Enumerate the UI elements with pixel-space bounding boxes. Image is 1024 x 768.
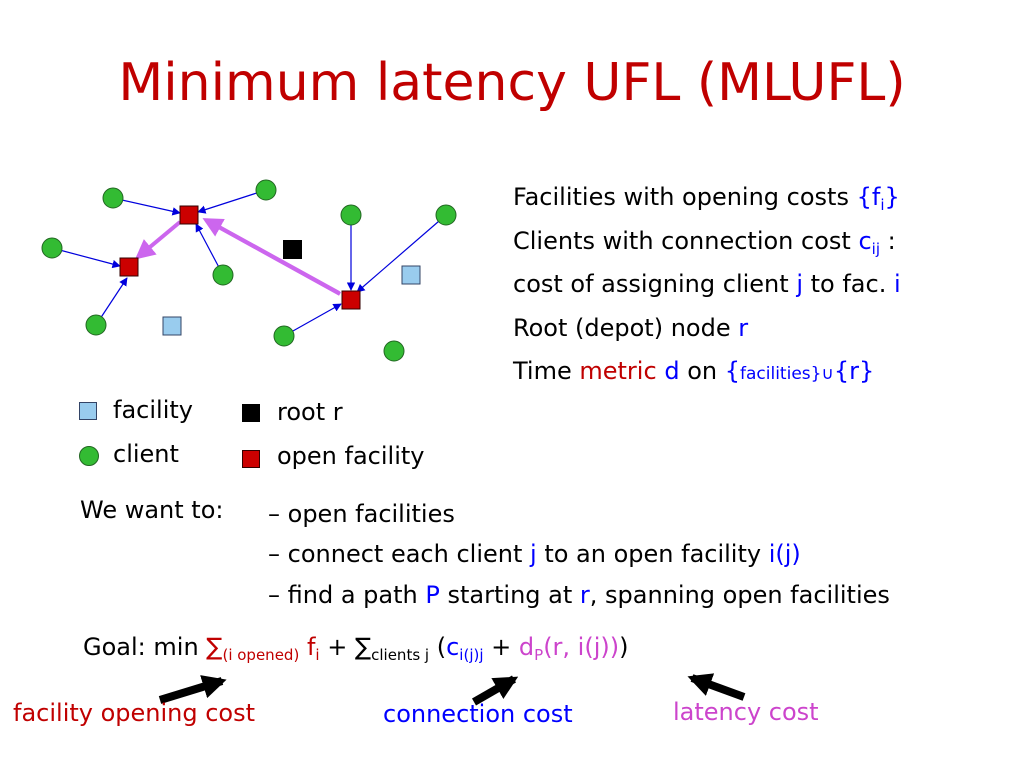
path-segment	[209, 220, 340, 295]
want-item-3: – find a path P starting at r, spanning …	[268, 581, 890, 609]
edge	[283, 303, 342, 337]
open-facility-node	[341, 290, 361, 310]
legend-facility-swatch	[79, 402, 97, 420]
goal-formula: Goal: min ∑(i opened) fi + ∑clients j (c…	[83, 633, 629, 664]
legend-root-swatch	[242, 404, 260, 422]
desc-line-root: Root (depot) node r	[513, 314, 749, 342]
facilities	[119, 205, 421, 336]
edge	[112, 197, 181, 216]
desc-line-assign: cost of assigning client j to fac. i	[513, 270, 901, 298]
client-node	[85, 314, 107, 336]
desc-line-clients: Clients with connection cost cij :	[513, 227, 896, 258]
annotation-arrows	[158, 673, 746, 706]
connection-edges	[51, 189, 447, 337]
annotation-connection-cost: connection cost	[383, 700, 573, 728]
client-node	[212, 264, 234, 286]
want-item-1: – open facilities	[268, 500, 455, 528]
edge	[356, 214, 447, 293]
clients	[41, 179, 457, 362]
open-facility-node	[119, 257, 139, 277]
edge	[197, 189, 267, 214]
legend-open-facility-swatch	[242, 450, 260, 468]
edge	[51, 247, 121, 269]
desc-line-metric: Time metric d on {facilities}∪{r}	[513, 357, 875, 385]
legend-open-facility-label: open facility	[277, 442, 425, 470]
latency-path	[134, 218, 341, 296]
path-segment	[134, 220, 182, 260]
want-label: We want to:	[80, 496, 224, 524]
annotation-latency-cost: latency cost	[673, 698, 819, 726]
slide-title: Minimum latency UFL (MLUFL)	[118, 53, 906, 113]
root-node	[283, 240, 302, 259]
client-node	[41, 237, 63, 259]
client-node	[255, 179, 277, 201]
legend-root-label: root r	[277, 398, 343, 426]
annotation-facility-cost: facility opening cost	[13, 699, 256, 727]
connection-cost-arrow	[472, 675, 519, 706]
legend-facility-label: facility	[113, 396, 193, 424]
facility-node	[162, 316, 182, 336]
want-item-2: – connect each client j to an open facil…	[268, 540, 801, 568]
desc-line-facilities: Facilities with opening costs {fi}	[513, 183, 900, 214]
latency-cost-arrow	[687, 673, 746, 701]
facility-cost-arrow	[158, 675, 227, 704]
client-node	[102, 187, 124, 209]
client-node	[435, 204, 457, 226]
client-node	[273, 325, 295, 347]
facility-node	[401, 265, 421, 285]
client-node	[383, 340, 405, 362]
legend-client-label: client	[113, 440, 179, 468]
legend-client-swatch	[79, 446, 99, 466]
client-node	[340, 204, 362, 226]
open-facility-node	[179, 205, 199, 225]
